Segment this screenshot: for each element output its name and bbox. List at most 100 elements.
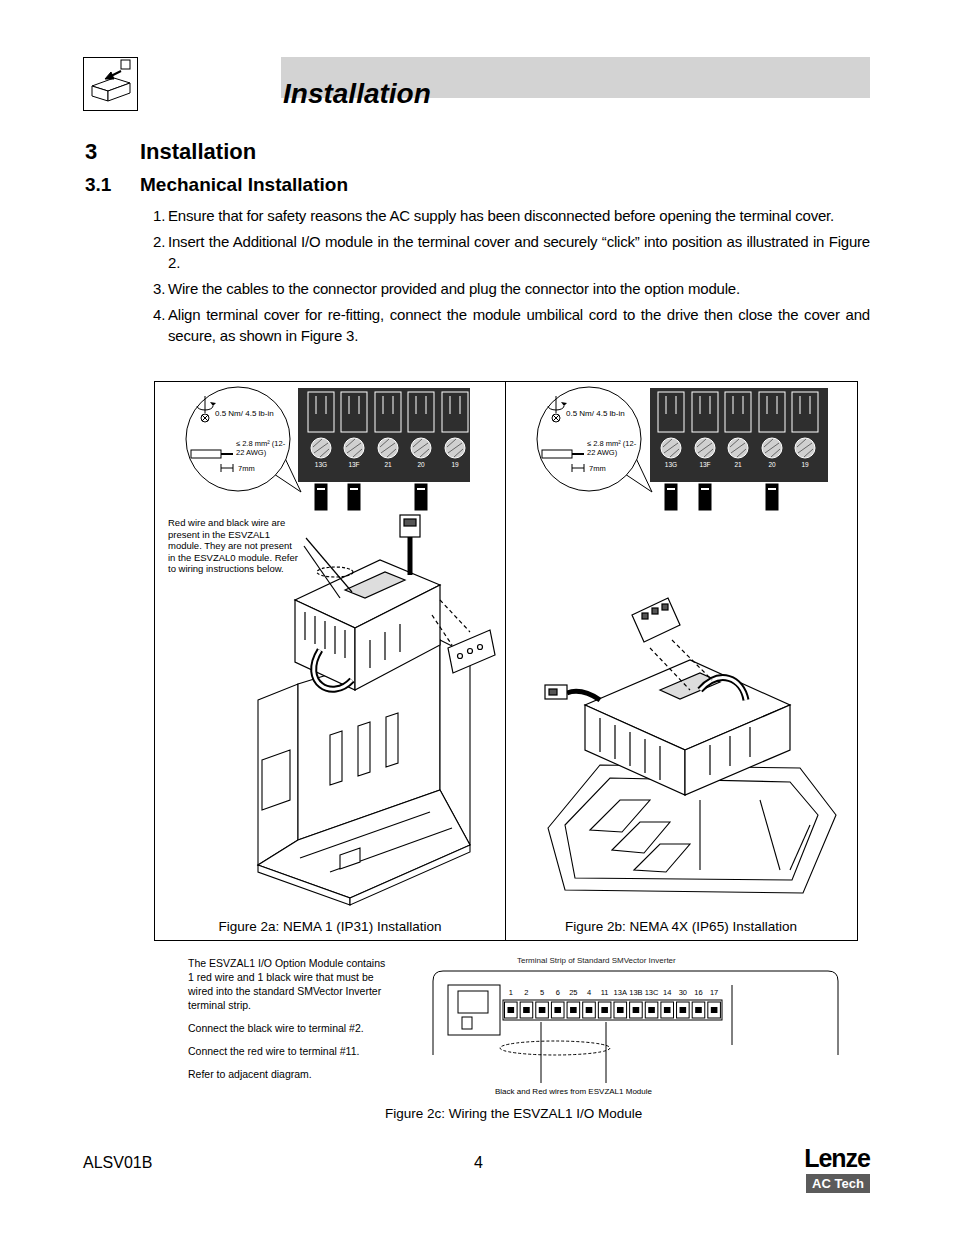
terminal-cover [340,848,360,869]
terminal-number: 6 [549,988,567,997]
terminal-cover [699,800,700,870]
terminal-number: 25 [564,988,582,997]
terminal-number: 4 [580,988,598,997]
leader-label: Black and Red wires from ESVZAL1 Module [495,1087,652,1097]
spec-text: ≤ 2.8 mm² (12-22 AWG) [236,439,286,457]
step-text: Insert the Additional I/O module in the … [168,231,870,273]
io-module [369,640,370,668]
io-module [567,691,600,700]
ferrule-band [350,488,358,490]
terminal-number: 13C [643,988,661,997]
step-list: 1.Ensure that for safety reasons the AC … [153,205,870,351]
io-module [458,654,463,659]
document-code: ALSV01B [83,1153,152,1172]
ferrule-band [667,488,675,490]
note-text: Connect the black wire to terminal #2. [188,1021,388,1035]
wire-ferrule [415,484,427,510]
ferrule-band [317,488,325,490]
io-module [314,650,352,689]
page-number: 4 [474,1153,483,1172]
section-icon [105,72,114,79]
io-module [599,718,600,752]
step-text: Align terminal cover for re-fitting, con… [168,304,870,346]
io-module [729,736,730,766]
header-title: Installation [283,78,431,110]
terminal-number: 13A [611,988,629,997]
terminal-plug: 13G13F212019 [650,388,828,482]
spec-text: 7mm [238,464,255,473]
terminal-cover [565,778,818,880]
ferrule-band [701,488,709,490]
io-module [652,608,658,614]
terminal-strip-shape [432,955,839,1055]
note-text: The ESVZAL1 I/O Option Module contains 1… [188,956,388,1012]
terminal-number: 13B [627,988,645,997]
terminal-label: 13F [690,461,720,469]
io-module [749,727,750,757]
io-module [700,678,746,700]
terminal-label: 19 [440,461,470,469]
io-module [662,604,668,610]
note-block: The ESVZAL1 I/O Option Module contains 1… [188,956,388,1090]
section-number: 3 [85,139,97,165]
brand-text: AC Tech [812,1176,864,1191]
terminal-label: 13G [656,461,686,469]
io-module [629,732,630,766]
section-icon [121,60,130,69]
io-module [632,598,680,642]
io-module [399,624,400,652]
terminal-label: 21 [373,461,403,469]
io-module [314,650,352,689]
terminal-cover [330,828,452,872]
wire-marker [606,1022,607,1083]
figure-caption: Figure 2c: Wiring the ESVZAL1 I/O Module [385,1106,642,1122]
ferrule-band [317,488,776,490]
terminal-cover [350,845,470,905]
ferrule-band [417,488,425,490]
terminal-cover [760,800,780,870]
step-number: 2. [153,231,168,273]
wire-marker [541,1022,542,1083]
note-text: Connect the red wire to terminal #11. [188,1044,388,1058]
step-number: 3. [153,278,168,299]
figure-panel: Figure 2b: NEMA 4X (IP65) Installation 0.… [506,381,858,941]
brand-badge: AC Tech [806,1174,870,1193]
io-module [295,515,495,690]
wire-ferrule [766,484,778,510]
terminal-number: 30 [674,988,692,997]
wire-ferrule [315,484,327,510]
io-module [545,685,567,699]
io-module [408,537,413,575]
section-title: Installation [140,139,256,165]
terminal-cover [386,713,398,767]
io-module [304,612,305,640]
strip-title: Terminal Strip of Standard SMVector Inve… [517,956,676,966]
step-text: Wire the cables to the connector provide… [168,278,870,299]
terminal-plug: 13G13F212019 [298,388,470,482]
terminal-cover [634,844,690,872]
terminal-label: 13G [306,461,336,469]
io-module [650,648,690,690]
wire-ferrule [348,484,360,510]
figure-caption: Figure 2b: NEMA 4X (IP65) Installation [506,919,856,935]
torque-callout: 0.5 Nm/ 4.5 lb-in≤ 2.8 mm² (12-22 AWG)7m… [534,386,652,494]
io-module [642,613,648,619]
terminal-number: 1 [502,988,520,997]
io-module [295,600,355,690]
terminal-number: 17 [705,988,723,997]
io-module [306,538,352,592]
step-row: 1.Ensure that for safety reasons the AC … [153,205,870,226]
io-module [384,632,385,660]
step-text: Ensure that for safety reasons the AC su… [168,205,870,226]
ferrule-band [768,488,776,490]
terminal-cover [258,865,350,905]
io-module [468,649,473,654]
spec-text: 0.5 Nm/ 4.5 lb-in [566,409,625,419]
io-module [545,598,790,795]
io-module [324,621,325,649]
note-text: Refer to adjacent diagram. [188,1067,388,1081]
wire-ferrule [315,484,778,510]
step-number: 4. [153,304,168,346]
io-module [585,705,685,795]
